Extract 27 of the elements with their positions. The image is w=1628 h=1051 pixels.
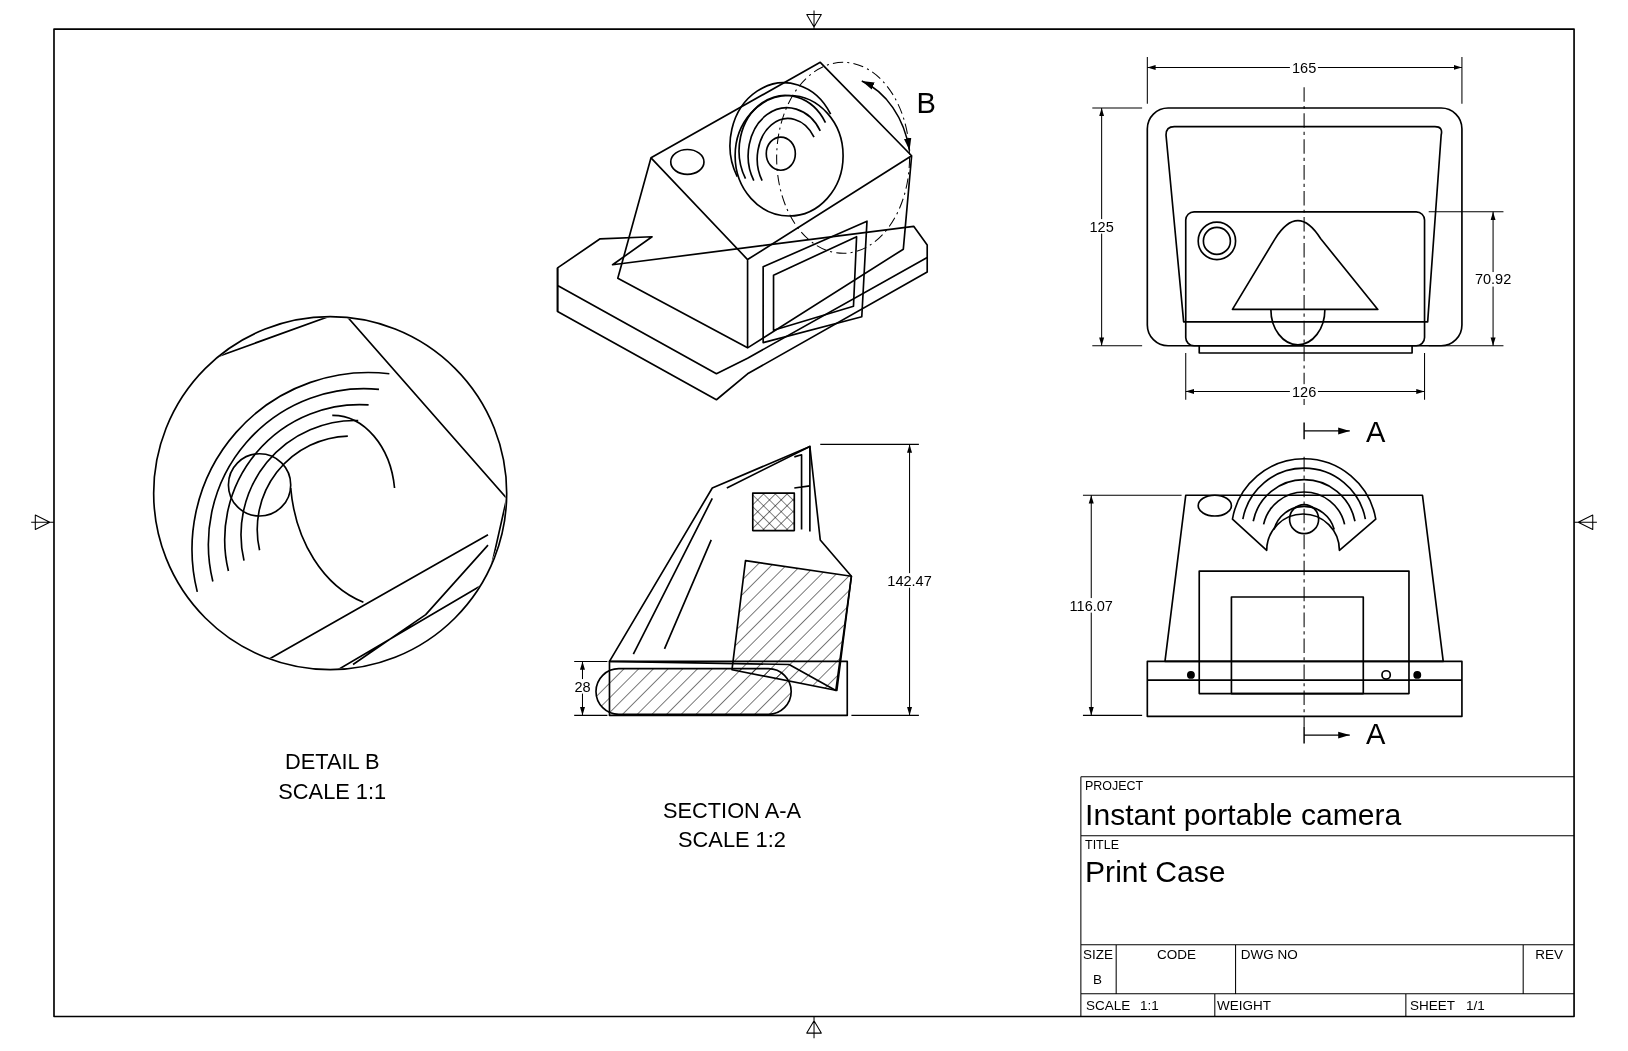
dimension-value: 70.92 — [1472, 272, 1514, 287]
view-caption: SECTION A-A — [662, 798, 802, 821]
drawing-title: Print Case — [1085, 857, 1226, 888]
title-block-value: B — [1093, 972, 1102, 986]
dimension-value: 165 — [1289, 60, 1319, 75]
view-caption: DETAIL B — [285, 750, 380, 772]
project-name: Instant portable camera — [1085, 800, 1402, 831]
dimension-value: 125 — [1087, 219, 1116, 234]
section-letter: A — [1366, 418, 1386, 448]
title-block-heading: REV — [1535, 947, 1563, 961]
dimension-value: 142.47 — [885, 573, 934, 588]
section-letter: A — [1366, 720, 1386, 750]
title-block-heading: TITLE — [1085, 838, 1119, 852]
title-block-heading: DWG NO — [1240, 947, 1298, 961]
dimension-value: 126 — [1289, 384, 1319, 399]
title-block-heading: SCALE — [1086, 998, 1131, 1012]
scale-note: SCALE 1:1 — [278, 780, 387, 803]
title-block-heading: WEIGHT — [1216, 998, 1271, 1012]
dimension-value: 28 — [572, 679, 593, 694]
title-block-heading: SHEET — [1410, 998, 1455, 1012]
scale-note: SCALE 1:2 — [678, 828, 786, 850]
title-block-value: 1/1 — [1466, 998, 1485, 1012]
title-block-heading: SIZE — [1082, 947, 1113, 961]
dimension-value: 116.07 — [1067, 598, 1115, 613]
title-block-heading: CODE — [1156, 947, 1196, 961]
title-block-heading: PROJECT — [1085, 779, 1144, 793]
title-block-value: 1:1 — [1140, 998, 1159, 1012]
